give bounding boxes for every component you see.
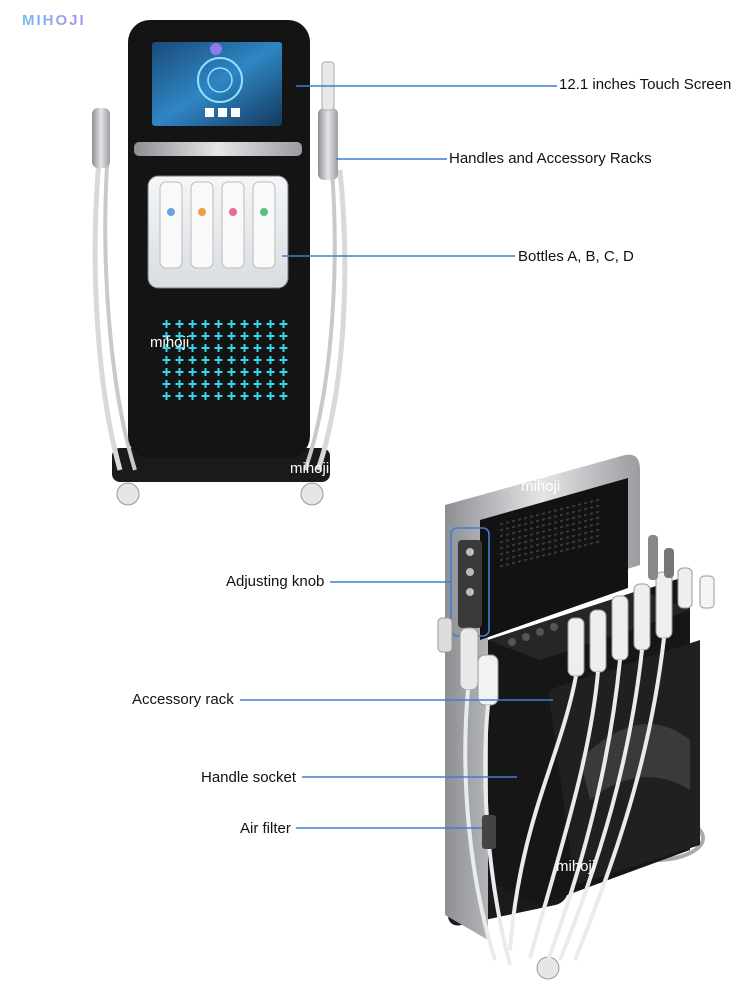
accessory-strip	[134, 142, 302, 156]
back-handpieces	[437, 535, 715, 706]
label-air-filter: Air filter	[240, 820, 291, 837]
touch-screen	[152, 42, 282, 126]
led-panel	[160, 318, 290, 402]
label-bottles: Bottles A, B, C, D	[518, 248, 634, 265]
label-handle-socket: Handle socket	[201, 769, 297, 786]
back-device	[240, 454, 715, 980]
watermark-front-1: mihoji	[150, 334, 190, 351]
front-device	[92, 20, 557, 506]
label-accessory-rack: Accessory rack	[132, 691, 234, 708]
air-filter	[482, 815, 496, 849]
label-adjusting-knob: Adjusting knob	[226, 573, 325, 590]
label-handles-racks: Handles and Accessory Racks	[449, 150, 652, 167]
watermark-back-1: mihoji	[521, 478, 561, 495]
watermark-front-2: mihoji	[290, 460, 330, 477]
watermark-back-2: mihoji	[556, 858, 596, 875]
bottles	[159, 181, 276, 269]
handpiece-right	[318, 108, 338, 180]
handpiece-left	[92, 108, 110, 168]
brand-logo: MIHOJI	[22, 12, 86, 29]
label-touch-screen: 12.1 inches Touch Screen	[559, 76, 732, 93]
